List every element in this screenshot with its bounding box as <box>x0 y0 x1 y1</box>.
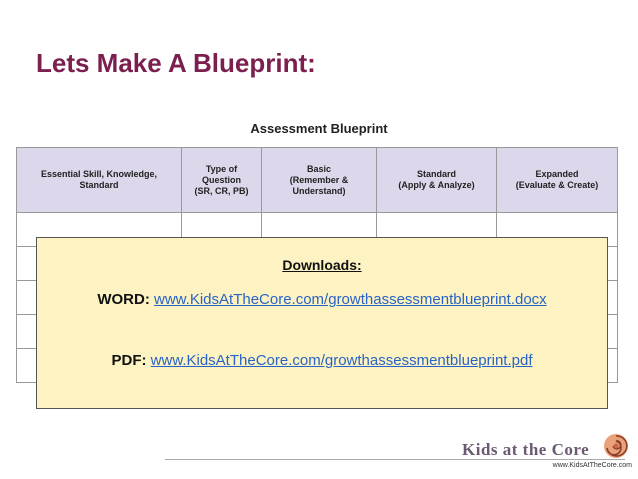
footer-divider <box>165 459 625 460</box>
column-header-line: Expanded <box>535 169 579 179</box>
column-header-line: (SR, CR, PB) <box>194 185 249 196</box>
pdf-download-line: PDF: www.KidsAtTheCore.com/growthassessm… <box>37 352 607 369</box>
column-header-skill: Essential Skill, Knowledge, Standard <box>16 147 182 213</box>
column-header-line: (Remember & <box>289 174 349 185</box>
downloads-callout: Downloads: WORD: www.KidsAtTheCore.com/g… <box>36 237 608 409</box>
column-header-line: Essential Skill, Knowledge, <box>40 169 158 179</box>
slide-title: Lets Make A Blueprint: <box>36 48 316 78</box>
column-header-question-type: Type of Question (SR, CR, PB) <box>181 147 262 213</box>
column-header-line: (Apply & Analyze) <box>398 180 475 190</box>
column-header-line: Type of <box>205 163 238 174</box>
column-header-line: (Evaluate & Create) <box>515 180 599 190</box>
kids-at-the-core-logo: Kids at the Core www.KidsAtTheCore.com <box>462 432 634 474</box>
word-label: WORD: <box>97 291 150 308</box>
table-header-row: Essential Skill, Knowledge, Standard Typ… <box>16 147 618 213</box>
nautilus-logo-icon <box>604 434 628 458</box>
column-header-line: Basic <box>306 163 332 174</box>
column-header-line: Standard <box>79 180 119 190</box>
pdf-label: PDF: <box>111 352 147 369</box>
column-header-line: Standard <box>416 169 456 179</box>
word-download-link[interactable]: www.KidsAtTheCore.com/growthassessmentbl… <box>154 291 547 308</box>
word-download-line: WORD: www.KidsAtTheCore.com/growthassess… <box>37 291 607 308</box>
logo-text: Kids at the Core <box>462 440 590 459</box>
column-header-expanded: Expanded (Evaluate & Create) <box>496 147 618 213</box>
column-header-line: Understand) <box>292 185 346 196</box>
logo-url: www.KidsAtTheCore.com <box>552 462 632 469</box>
downloads-heading: Downloads: <box>282 257 362 273</box>
pdf-download-link[interactable]: www.KidsAtTheCore.com/growthassessmentbl… <box>150 352 533 369</box>
blueprint-title: Assessment Blueprint <box>250 121 388 136</box>
column-header-basic: Basic (Remember & Understand) <box>261 147 377 213</box>
column-header-line: Question <box>201 174 241 185</box>
column-header-standard: Standard (Apply & Analyze) <box>376 147 497 213</box>
